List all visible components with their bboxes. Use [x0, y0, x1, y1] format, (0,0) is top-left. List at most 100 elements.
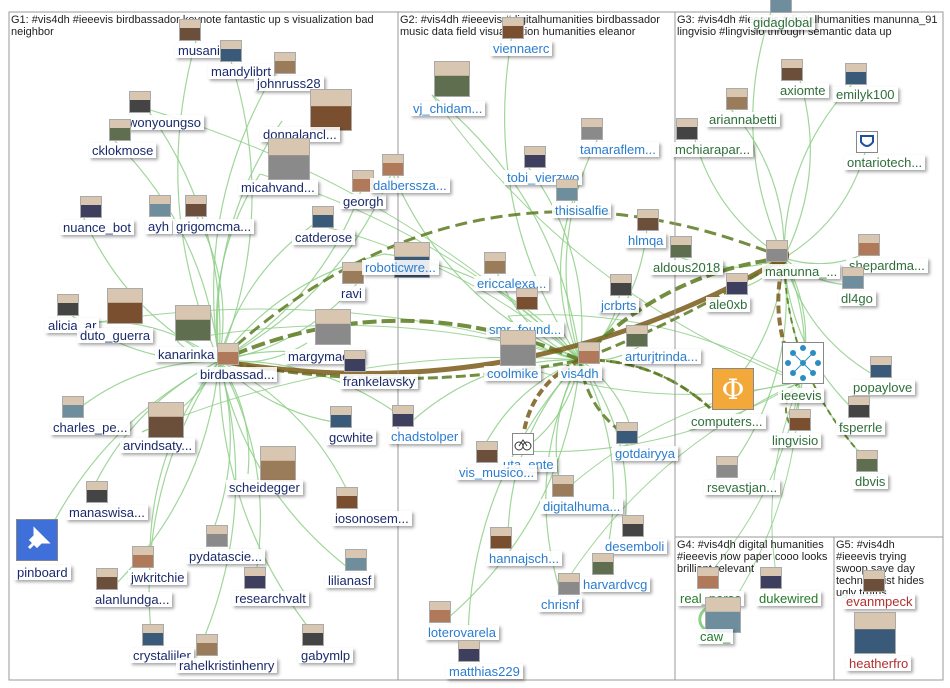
node-label[interactable]: pinboard: [14, 565, 71, 580]
node-label[interactable]: desemboli: [602, 539, 668, 554]
bike-icon[interactable]: [512, 433, 534, 455]
node-label[interactable]: vis_musico...: [456, 465, 538, 480]
avatar-icon[interactable]: [142, 624, 164, 646]
node-label[interactable]: nuance_bot: [60, 220, 134, 235]
node-label[interactable]: grigomcma...: [173, 219, 255, 234]
node-label[interactable]: chadstolper: [388, 429, 462, 444]
node-label[interactable]: aldous2018: [650, 260, 724, 275]
avatar-icon[interactable]: [185, 195, 207, 217]
node-label[interactable]: micahvand...: [238, 180, 318, 195]
avatar-icon[interactable]: [845, 63, 867, 85]
avatar-icon[interactable]: [558, 573, 580, 595]
avatar-icon[interactable]: [196, 634, 218, 656]
avatar-icon[interactable]: [524, 146, 546, 168]
avatar-icon[interactable]: [260, 446, 296, 482]
avatar-icon[interactable]: [476, 441, 498, 463]
node-label[interactable]: ayh: [145, 219, 172, 234]
node-label[interactable]: charles_pe...: [50, 420, 131, 435]
avatar-icon[interactable]: [206, 525, 228, 547]
avatar-icon[interactable]: [760, 567, 782, 589]
node-label[interactable]: tamaraflem...: [577, 142, 659, 157]
node-label[interactable]: shepardma...: [846, 258, 928, 273]
avatar-icon[interactable]: [726, 88, 748, 110]
avatar-icon[interactable]: [726, 273, 748, 295]
avatar-icon[interactable]: [626, 325, 648, 347]
node-label[interactable]: ravi: [338, 286, 365, 301]
avatar-icon[interactable]: [500, 330, 536, 366]
avatar-icon[interactable]: [516, 288, 538, 310]
node-label[interactable]: dalberssza...: [370, 178, 450, 193]
avatar-icon[interactable]: [148, 402, 184, 438]
node-label[interactable]: ariannabetti: [706, 112, 780, 127]
node-label[interactable]: mandylibrt: [208, 64, 274, 79]
avatar-icon[interactable]: [80, 196, 102, 218]
avatar-icon[interactable]: [312, 206, 334, 228]
avatar-icon[interactable]: [315, 309, 351, 345]
node-label[interactable]: ontariotech...: [844, 155, 926, 170]
avatar-icon[interactable]: [382, 154, 404, 176]
node-label[interactable]: dukewired: [756, 591, 822, 606]
avatar-icon[interactable]: [86, 481, 108, 503]
avatar-icon[interactable]: [336, 487, 358, 509]
node-label[interactable]: rsevastjan...: [704, 480, 781, 495]
node-label[interactable]: lilianasf: [325, 573, 375, 588]
node-label[interactable]: ieeevis: [778, 388, 825, 403]
node-label[interactable]: cklokmose: [89, 143, 157, 158]
node-label[interactable]: rahelkristinhenry: [176, 658, 278, 673]
node-label[interactable]: gcwhite: [326, 430, 377, 445]
node-label[interactable]: computers...: [688, 414, 766, 429]
avatar-icon[interactable]: [179, 19, 201, 41]
node-label[interactable]: harvardvcg: [580, 577, 651, 592]
avatar-icon[interactable]: [870, 356, 892, 378]
avatar-icon[interactable]: [705, 597, 741, 633]
node-label[interactable]: gidaglobal: [750, 15, 816, 30]
node-label[interactable]: vj_chidam...: [410, 101, 486, 116]
avatar-icon[interactable]: [302, 624, 324, 646]
avatar-icon[interactable]: [789, 409, 811, 431]
node-label[interactable]: researchvalt: [232, 591, 309, 606]
node-label[interactable]: popaylove: [850, 380, 916, 395]
node-label[interactable]: manaswisa...: [66, 505, 148, 520]
node-label[interactable]: gabymlp: [298, 648, 354, 663]
avatar-icon[interactable]: [244, 567, 266, 589]
node-label[interactable]: heatherfro: [846, 656, 912, 671]
node-label[interactable]: loterovarela: [425, 625, 499, 640]
node-label[interactable]: viennaerc: [490, 41, 553, 56]
node-label[interactable]: georgh: [340, 194, 387, 209]
avatar-icon[interactable]: [149, 195, 171, 217]
node-label[interactable]: caw_: [697, 629, 734, 644]
avatar-icon[interactable]: [676, 118, 698, 140]
node-label[interactable]: birdbassad...: [197, 367, 278, 382]
avatar-icon[interactable]: [392, 405, 414, 427]
avatar-icon[interactable]: [854, 612, 896, 654]
node-label[interactable]: evanmpeck: [843, 594, 916, 609]
node-label[interactable]: alanlundga...: [92, 592, 173, 607]
avatar-icon[interactable]: [552, 475, 574, 497]
node-label[interactable]: matthias229: [446, 664, 523, 679]
node-label[interactable]: roboticwre...: [362, 260, 439, 275]
node-label[interactable]: jwkritchie: [128, 570, 188, 585]
avatar-icon[interactable]: [344, 350, 366, 372]
phi-icon[interactable]: Φ: [712, 368, 754, 410]
node-label[interactable]: arvindsaty...: [120, 438, 196, 453]
node-label[interactable]: hlmqa: [625, 233, 667, 248]
network-icon[interactable]: [782, 342, 824, 384]
avatar-icon[interactable]: [502, 17, 524, 39]
avatar-icon[interactable]: [310, 89, 352, 131]
avatar-icon[interactable]: [670, 236, 692, 258]
avatar-icon[interactable]: [109, 119, 131, 141]
node-label[interactable]: dl4go: [838, 291, 876, 306]
node-label[interactable]: dbvis: [852, 474, 889, 489]
node-label[interactable]: coolmike: [484, 366, 542, 381]
node-label[interactable]: emilyk100: [833, 87, 898, 102]
node-label[interactable]: iosonosem...: [332, 511, 412, 526]
node-label[interactable]: musanim: [175, 43, 234, 58]
avatar-icon[interactable]: [716, 456, 738, 478]
avatar-icon[interactable]: [62, 396, 84, 418]
node-label[interactable]: arturjtrinda...: [622, 349, 701, 364]
node-label[interactable]: jcrbrts: [598, 298, 640, 313]
avatar-icon[interactable]: [770, 0, 792, 13]
avatar-icon[interactable]: [107, 288, 143, 324]
node-label[interactable]: johnruss28: [254, 76, 324, 91]
avatar-icon[interactable]: [175, 305, 211, 341]
